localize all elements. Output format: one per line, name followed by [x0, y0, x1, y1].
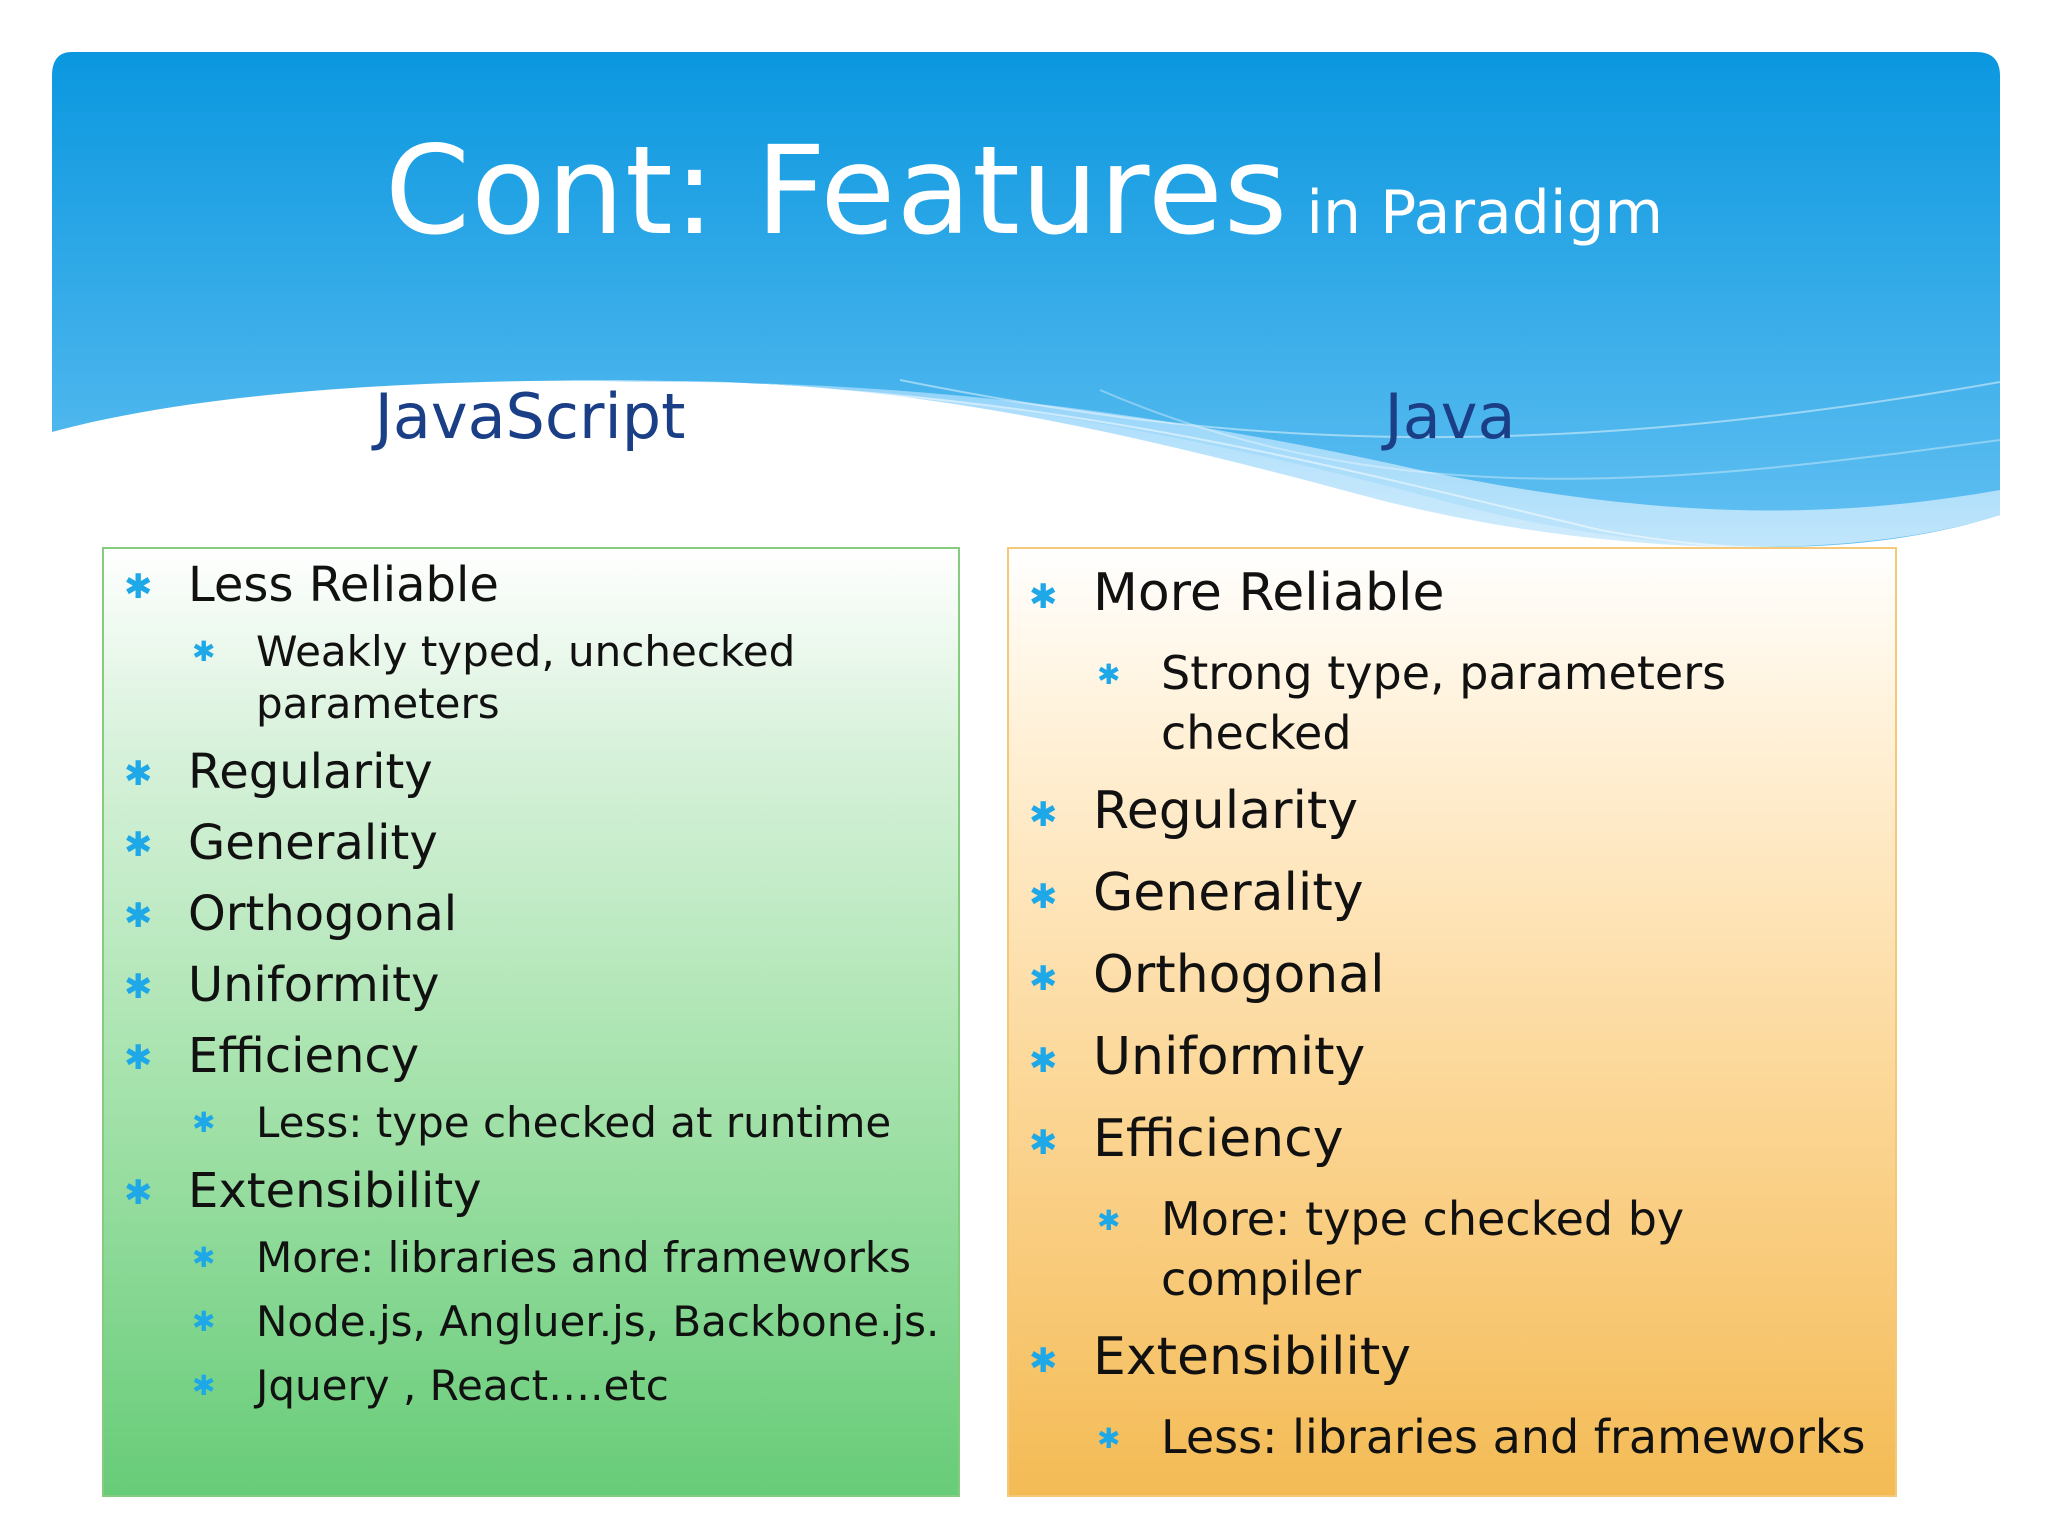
asterisk-bullet-icon: ✱ — [192, 1305, 216, 1338]
sub-list-item: ✱ Node.js, Angluer.js, Backbone.js. — [124, 1296, 944, 1348]
asterisk-bullet-icon: ✱ — [1029, 1123, 1058, 1163]
asterisk-bullet-icon: ✱ — [192, 635, 216, 668]
asterisk-bullet-icon: ✱ — [124, 567, 153, 607]
asterisk-bullet-icon: ✱ — [1097, 658, 1121, 691]
list-item-label: Extensibility — [1093, 1327, 1412, 1387]
list-item-label: More: type checked by compiler — [1161, 1192, 1685, 1306]
list-item-label: Extensibility — [188, 1163, 482, 1219]
sub-list-item: ✱ More: libraries and frameworks — [124, 1232, 944, 1284]
list-item-label: Generality — [188, 815, 438, 871]
java-heading: Java — [1384, 380, 1516, 453]
sub-list-item: ✱ Strong type, parameters checked — [1029, 643, 1889, 763]
sub-list-item: ✱ Less: type checked at runtime — [124, 1097, 944, 1149]
list-item-label: Less: type checked at runtime — [256, 1098, 892, 1147]
list-item-label: Weakly typed, unchecked parameters — [256, 627, 796, 728]
title-subtitle: in Paradigm — [1306, 178, 1664, 248]
javascript-panel: ✱ Less Reliable ✱ Weakly typed, unchecked p… — [102, 547, 960, 1497]
asterisk-bullet-icon: ✱ — [124, 896, 153, 936]
sub-list-item: ✱ Weakly typed, unchecked parameters — [124, 626, 944, 730]
list-item-label: Node.js, Angluer.js, Backbone.js. — [256, 1297, 940, 1346]
asterisk-bullet-icon: ✱ — [1029, 1041, 1058, 1081]
list-item: ✱ Less Reliable — [124, 555, 944, 615]
sub-list-item: ✱ Less: libraries and frameworks — [1029, 1407, 1889, 1467]
asterisk-bullet-icon: ✱ — [1029, 959, 1058, 999]
header-wave-band — [52, 52, 2001, 550]
list-item: ✱ Uniformity — [124, 955, 944, 1015]
list-item-label: Uniformity — [188, 957, 440, 1013]
list-item-label: Efficiency — [1093, 1109, 1344, 1169]
asterisk-bullet-icon: ✱ — [124, 754, 153, 794]
list-item-label: Orthogonal — [1093, 945, 1385, 1005]
asterisk-bullet-icon: ✱ — [1029, 577, 1058, 617]
sub-list-item: ✱ Jquery , React….etc — [124, 1360, 944, 1412]
list-item-label: Uniformity — [1093, 1027, 1366, 1087]
asterisk-bullet-icon: ✱ — [1029, 877, 1058, 917]
list-item: ✱ Generality — [1029, 861, 1889, 925]
java-panel: ✱ More Reliable ✱ Strong type, parameters c… — [1007, 547, 1897, 1497]
list-item: ✱ Efficiency — [1029, 1107, 1889, 1171]
title-main: Cont: Features — [384, 120, 1289, 262]
list-item: ✱ Uniformity — [1029, 1025, 1889, 1089]
list-item: ✱ Efficiency — [124, 1026, 944, 1086]
asterisk-bullet-icon: ✱ — [124, 1038, 153, 1078]
asterisk-bullet-icon: ✱ — [192, 1106, 216, 1139]
list-item-label: Generality — [1093, 863, 1364, 923]
list-item-label: Strong type, parameters checked — [1161, 646, 1727, 760]
asterisk-bullet-icon: ✱ — [1029, 795, 1058, 835]
list-item: ✱ Orthogonal — [1029, 943, 1889, 1007]
list-item: ✱ Extensibility — [1029, 1325, 1889, 1389]
list-item-label: Jquery , React….etc — [256, 1361, 669, 1410]
asterisk-bullet-icon: ✱ — [124, 967, 153, 1007]
asterisk-bullet-icon: ✱ — [1029, 1341, 1058, 1381]
javascript-feature-list: ✱ Less Reliable ✱ Weakly typed, unchecked p… — [124, 555, 944, 1424]
asterisk-bullet-icon: ✱ — [192, 1369, 216, 1402]
list-item-label: Orthogonal — [188, 886, 458, 942]
asterisk-bullet-icon: ✱ — [1097, 1204, 1121, 1237]
list-item-label: More: libraries and frameworks — [256, 1233, 912, 1282]
list-item-label: More Reliable — [1093, 563, 1445, 623]
asterisk-bullet-icon: ✱ — [124, 1173, 153, 1213]
list-item-label: Regularity — [188, 744, 433, 800]
asterisk-bullet-icon: ✱ — [1097, 1422, 1121, 1455]
list-item: ✱ Extensibility — [124, 1161, 944, 1221]
list-item-label: Less Reliable — [188, 557, 499, 613]
javascript-heading: JavaScript — [374, 380, 686, 453]
list-item: ✱ Generality — [124, 813, 944, 873]
sub-list-item: ✱ More: type checked by compiler — [1029, 1189, 1889, 1309]
list-item: ✱ Regularity — [1029, 779, 1889, 843]
list-item: ✱ More Reliable — [1029, 561, 1889, 625]
list-item-label: Regularity — [1093, 781, 1359, 841]
asterisk-bullet-icon: ✱ — [192, 1241, 216, 1274]
list-item-label: Efficiency — [188, 1028, 420, 1084]
java-feature-list: ✱ More Reliable ✱ Strong type, parameters c… — [1029, 561, 1889, 1483]
list-item: ✱ Regularity — [124, 742, 944, 802]
list-item-label: Less: libraries and frameworks — [1161, 1410, 1866, 1464]
asterisk-bullet-icon: ✱ — [124, 825, 153, 865]
list-item: ✱ Orthogonal — [124, 884, 944, 944]
